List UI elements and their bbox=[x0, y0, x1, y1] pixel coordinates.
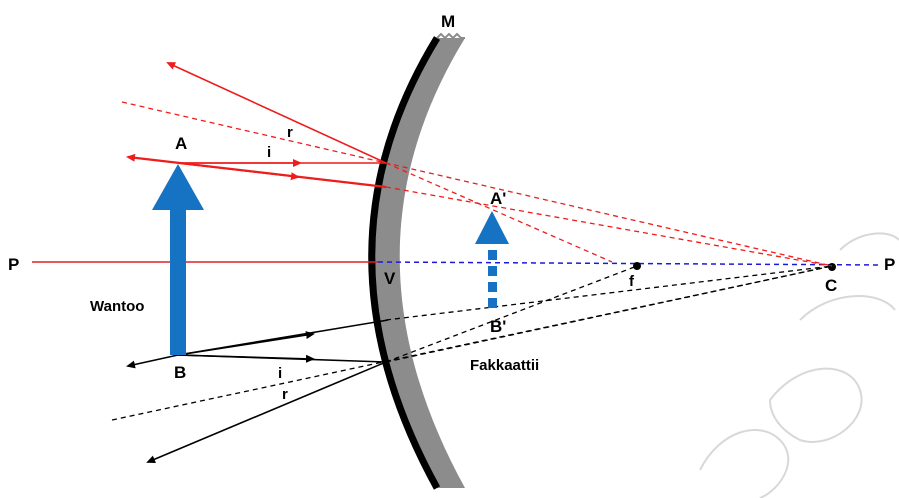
image-top-label: A' bbox=[490, 189, 506, 208]
watermark bbox=[699, 232, 899, 498]
image-bottom-label: B' bbox=[490, 317, 506, 336]
reflection-angle-bottom: r bbox=[282, 386, 288, 403]
incidence-angle-bottom: i bbox=[278, 365, 282, 382]
focus-point bbox=[633, 262, 641, 270]
mirror-label: M bbox=[441, 12, 455, 31]
axis-left-label: P bbox=[8, 255, 19, 274]
object-arrow bbox=[152, 164, 204, 355]
vertex-label: V bbox=[384, 269, 396, 288]
bottom-rays bbox=[111, 265, 833, 463]
center-label: C bbox=[825, 276, 837, 295]
focus-label: f bbox=[629, 273, 635, 290]
axis-right-label: P bbox=[884, 255, 895, 274]
object-top-label: A bbox=[175, 134, 187, 153]
image-caption: Fakkaattii bbox=[470, 357, 539, 374]
object-bottom-label: B bbox=[174, 363, 186, 382]
image-arrow bbox=[475, 211, 509, 308]
object-caption: Wantoo bbox=[90, 298, 144, 315]
principal-axis-dashed bbox=[377, 261, 881, 266]
reflection-angle-top: r bbox=[287, 124, 293, 141]
top-rays bbox=[121, 62, 833, 267]
incidence-angle-top: i bbox=[267, 144, 271, 161]
convex-mirror bbox=[368, 32, 465, 490]
